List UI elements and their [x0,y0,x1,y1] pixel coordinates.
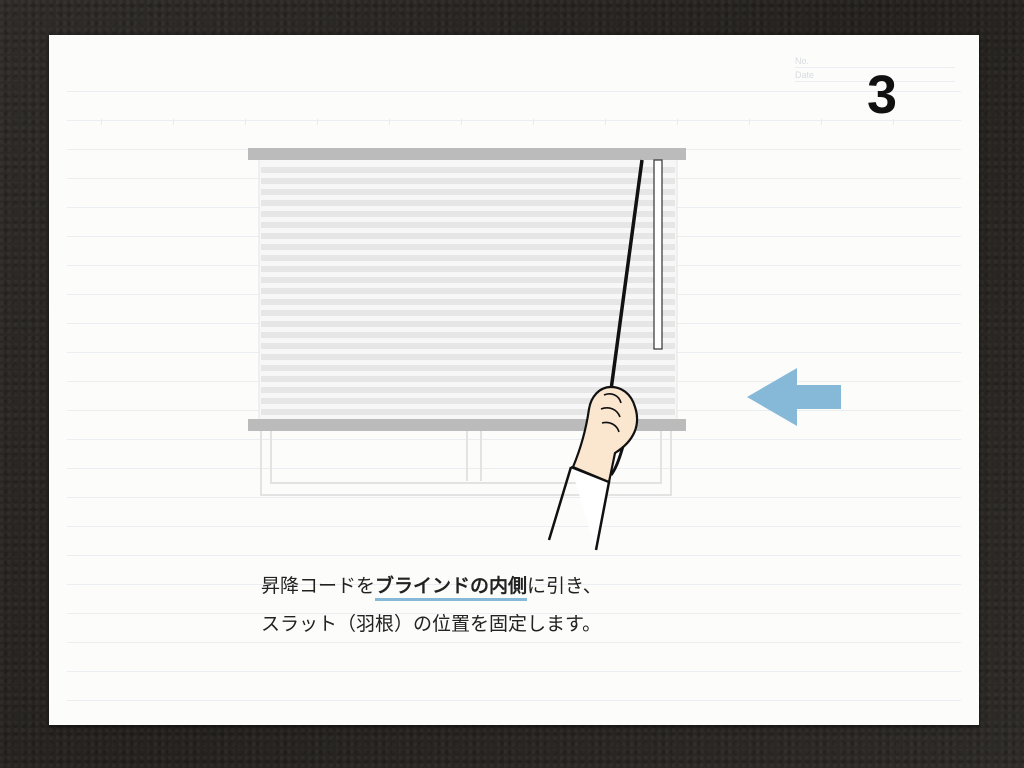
blind-illustration [248,148,841,551]
ruled-line [67,497,961,498]
ruled-line [67,468,961,469]
ruled-tick [677,119,678,125]
tilt-wand [653,159,663,350]
ruled-line [67,439,961,440]
blind-slats [258,158,678,424]
blind-slat [261,398,675,404]
ruled-tick [749,119,750,125]
blind-slat [261,365,675,371]
ruled-tick [389,119,390,125]
blind-slat [261,266,675,272]
lift-cord [604,159,644,428]
ruled-tick [533,119,534,125]
ruled-line [67,700,961,701]
blind-slat [261,409,675,415]
blind-slat [261,376,675,382]
blind-slat [261,332,675,338]
blind-slat [261,288,675,294]
ruled-line [67,642,961,643]
no-label: No. [795,54,955,68]
blind-slat [261,255,675,261]
hand [571,385,639,484]
blind-slat [261,178,675,184]
blind-slat [261,244,675,250]
ruled-tick [317,119,318,125]
blind-slat [261,189,675,195]
caption-line-1: 昇降コードをブラインドの内側に引き、 [261,567,761,605]
caption-line-1-prefix: 昇降コードを [261,575,376,597]
ruled-tick [821,119,822,125]
instruction-caption: 昇降コードをブラインドの内側に引き、 スラット（羽根）の位置を固定します。 [261,567,761,643]
ruled-line [67,671,961,672]
no-date-box: No. Date [795,54,955,82]
ruled-tick [461,119,462,125]
blind-slat [261,321,675,327]
blind-slat [261,233,675,239]
blind-slat [261,354,675,360]
blind-slat [261,277,675,283]
caption-line-2: スラット（羽根）の位置を固定します。 [261,613,602,635]
top-rail [248,148,686,160]
bottom-rail [248,419,686,431]
caption-emphasis: ブラインドの内側 [375,575,528,597]
caption-line-1-suffix: に引き、 [527,575,602,597]
blind-slat [261,200,675,206]
ruled-line [67,526,961,527]
ruled-line [67,120,961,121]
ruled-tick [893,119,894,125]
ruled-tick [245,119,246,125]
shirt-sleeve [547,465,611,551]
blind-slat [261,222,675,228]
blind-slat [261,343,675,349]
blind-slat [261,211,675,217]
ruled-line [67,613,961,614]
blind-slat [261,387,675,393]
ruled-tick [173,119,174,125]
ruled-tick [101,119,102,125]
blind-slat [261,310,675,316]
step-number: 3 [867,65,898,125]
blind-slat [261,299,675,305]
blind-slat [261,167,675,173]
ruled-tick [605,119,606,125]
direction-arrow [747,368,841,426]
ruled-line [67,91,961,92]
notebook-page: No. Date 3 [49,35,979,725]
ruled-line [67,555,961,556]
date-label: Date [795,68,955,82]
